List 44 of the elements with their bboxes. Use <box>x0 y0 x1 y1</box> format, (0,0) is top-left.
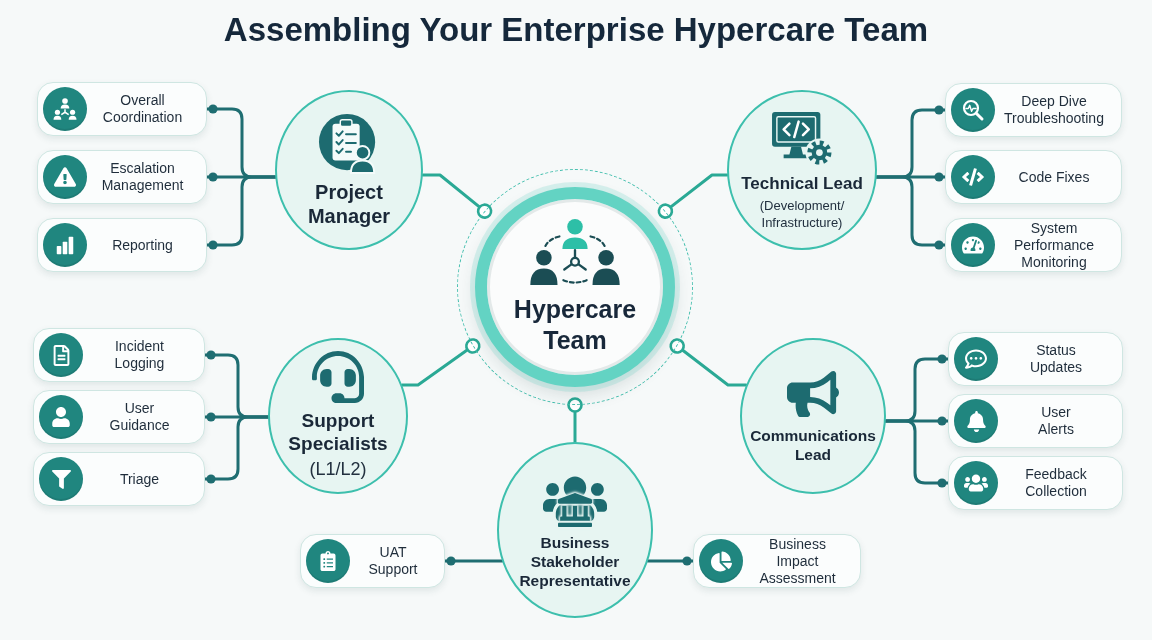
task-card <box>948 394 1123 448</box>
task-label: Incident Logging <box>113 338 166 372</box>
task-card <box>33 452 205 506</box>
task-label: Code Fixes <box>1018 168 1090 186</box>
connector-line <box>884 419 950 488</box>
connector-line <box>875 175 947 250</box>
task-card <box>948 456 1123 510</box>
task-label: System Performance Monitoring <box>1012 219 1096 271</box>
task-label: UAT Support <box>367 544 419 578</box>
task-card <box>37 82 207 136</box>
hub-title: Hypercare Team <box>512 294 638 356</box>
task-card <box>33 328 205 382</box>
connector-line <box>421 173 493 219</box>
task-label: Overall Coordination <box>101 92 184 126</box>
task-label: Deep Dive Troubleshooting <box>1003 93 1105 127</box>
task-card <box>693 534 861 588</box>
task-card <box>37 150 207 204</box>
role-title: Technical Lead <box>741 173 863 194</box>
task-label: Business Impact Assessment <box>758 535 837 587</box>
task-label: Triage <box>119 470 160 488</box>
task-card <box>945 150 1122 204</box>
task-card <box>300 534 445 588</box>
task-label: User Guidance <box>108 400 171 434</box>
task-label: User Alerts <box>1037 404 1075 438</box>
role-title: Business Stakeholder Representative <box>518 532 632 590</box>
role-title: Project Manager <box>306 180 392 228</box>
task-card <box>33 390 205 444</box>
role-subtitle: (L1/L2) <box>309 458 367 481</box>
connector-line <box>203 415 270 484</box>
task-card <box>945 218 1122 272</box>
connector-line <box>567 397 583 444</box>
task-card <box>37 218 207 272</box>
task-label: Escalation Management <box>100 160 185 194</box>
task-label: Feedback Collection <box>1024 466 1088 500</box>
role-title: Communications Lead <box>749 426 877 464</box>
task-card <box>945 83 1122 137</box>
role-subtitle: (Development/ Infrastructure) <box>758 196 846 231</box>
role-title: Support Specialists <box>287 409 389 455</box>
connector-line <box>205 175 277 250</box>
task-label: Reporting <box>112 236 173 254</box>
task-label: Status Updates <box>1028 342 1084 376</box>
diagram-title: Assembling Your Enterprise Hypercare Team <box>223 11 929 49</box>
task-card <box>948 332 1123 386</box>
connector-line <box>657 173 729 219</box>
